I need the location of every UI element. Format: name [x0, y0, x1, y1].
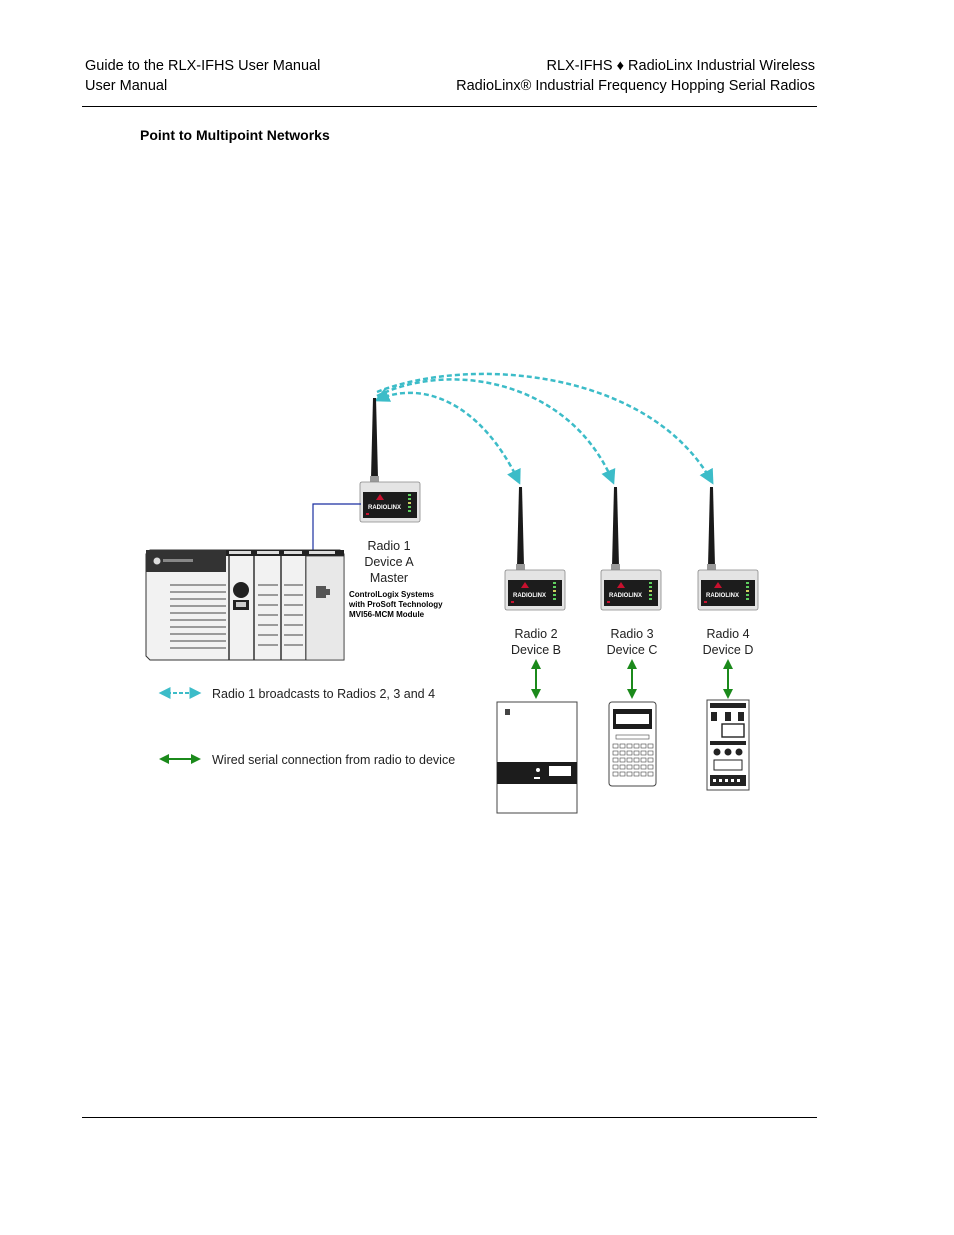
antenna-radio2 — [516, 487, 525, 570]
radio2-unit: RADIOLINX — [504, 569, 566, 611]
radio3-brand: RADIOLINX — [609, 593, 642, 599]
radio2-label-device: Device B — [511, 643, 561, 657]
key-switch-icon — [233, 582, 249, 610]
radio1-plc-cable — [312, 503, 361, 553]
radio1-label-name: Radio 1 — [367, 539, 410, 553]
section-title: Point to Multipoint Networks — [140, 127, 330, 143]
plc-caption-line1: ControlLogix Systems — [349, 590, 434, 599]
broadcast-link-radio3 — [376, 378, 616, 485]
radio4-unit: RADIOLINX — [697, 569, 759, 611]
header-rule — [82, 106, 817, 107]
antenna-radio4 — [707, 487, 716, 570]
radio3-label-name: Radio 3 — [610, 627, 653, 641]
device-c-terminal — [608, 701, 657, 787]
radio2-brand: RADIOLINX — [513, 593, 546, 599]
header-left: Guide to the RLX-IFHS User Manual User M… — [85, 57, 320, 96]
radio4-brand: RADIOLINX — [706, 593, 739, 599]
radio4-label-name: Radio 4 — [706, 627, 749, 641]
controllogix-chassis — [145, 549, 345, 661]
broadcast-link-radio4 — [376, 372, 714, 485]
header-doc-title: Guide to the RLX-IFHS User Manual — [85, 58, 321, 74]
legend-wired-label: Wired serial connection from radio to de… — [212, 753, 455, 767]
radio1-label-role: Master — [370, 571, 408, 585]
antenna-radio1 — [370, 398, 379, 482]
header-product-line: RLX-IFHS ♦ RadioLinx Industrial Wireless — [546, 58, 815, 74]
header-right: RLX-IFHS ♦ RadioLinx Industrial Wireless… — [456, 57, 815, 96]
radio1-unit: RADIOLINX — [359, 481, 421, 523]
header-product-name: RadioLinx® Industrial Frequency Hopping … — [456, 77, 815, 94]
radio3-unit: RADIOLINX — [600, 569, 662, 611]
plc-caption-line2: with ProSoft Technology — [348, 600, 443, 609]
rockwell-logo-icon — [153, 557, 161, 565]
device-d-starter — [706, 699, 750, 791]
radio2-label-name: Radio 2 — [514, 627, 557, 641]
header-doc-subtitle: User Manual — [85, 77, 168, 94]
radio3-label-device: Device C — [607, 643, 658, 657]
device-b-drive — [496, 701, 578, 814]
plc-caption-line3: MVI56-MCM Module — [349, 610, 425, 619]
radio1-brand: RADIOLINX — [368, 505, 401, 511]
radio1-label-device: Device A — [364, 555, 414, 569]
serial-port-icon — [316, 586, 330, 598]
broadcast-link-radio2 — [374, 388, 521, 485]
radio4-label-device: Device D — [703, 643, 754, 657]
legend-broadcast-label: Radio 1 broadcasts to Radios 2, 3 and 4 — [212, 687, 435, 701]
footer-rule — [82, 1117, 817, 1118]
antenna-radio3 — [611, 487, 620, 570]
